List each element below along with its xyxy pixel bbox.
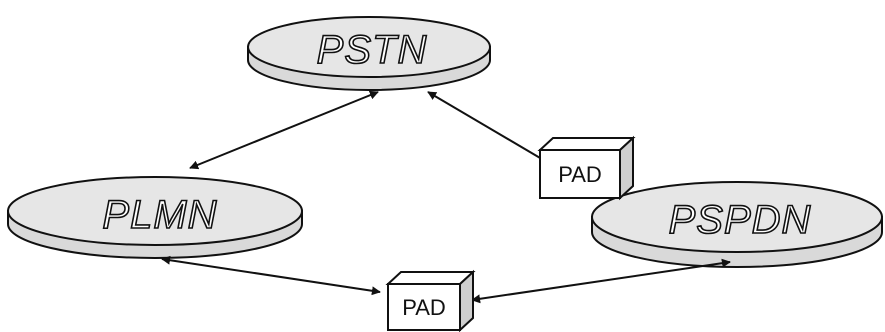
- pstn-network-disc: PSTN: [247, 16, 491, 91]
- link-pad-upper-pstn: [427, 91, 553, 166]
- pad-box-upper: PAD: [537, 135, 636, 201]
- pspdn-network-disc: PSPDN: [591, 181, 883, 268]
- pspdn-label: PSPDN: [669, 198, 812, 242]
- pad-lower-label: PAD: [402, 295, 446, 320]
- link-plmn-pad-lower: [161, 255, 381, 296]
- link-pspdn-pad-lower: [471, 258, 731, 304]
- pad-upper-label: PAD: [558, 162, 602, 187]
- plmn-label: PLMN: [102, 193, 217, 237]
- link-pstn-plmn: [189, 90, 379, 170]
- pad-box-lower: PAD: [385, 269, 476, 332]
- pstn-label: PSTN: [317, 28, 428, 72]
- plmn-network-disc: PLMN: [7, 176, 303, 259]
